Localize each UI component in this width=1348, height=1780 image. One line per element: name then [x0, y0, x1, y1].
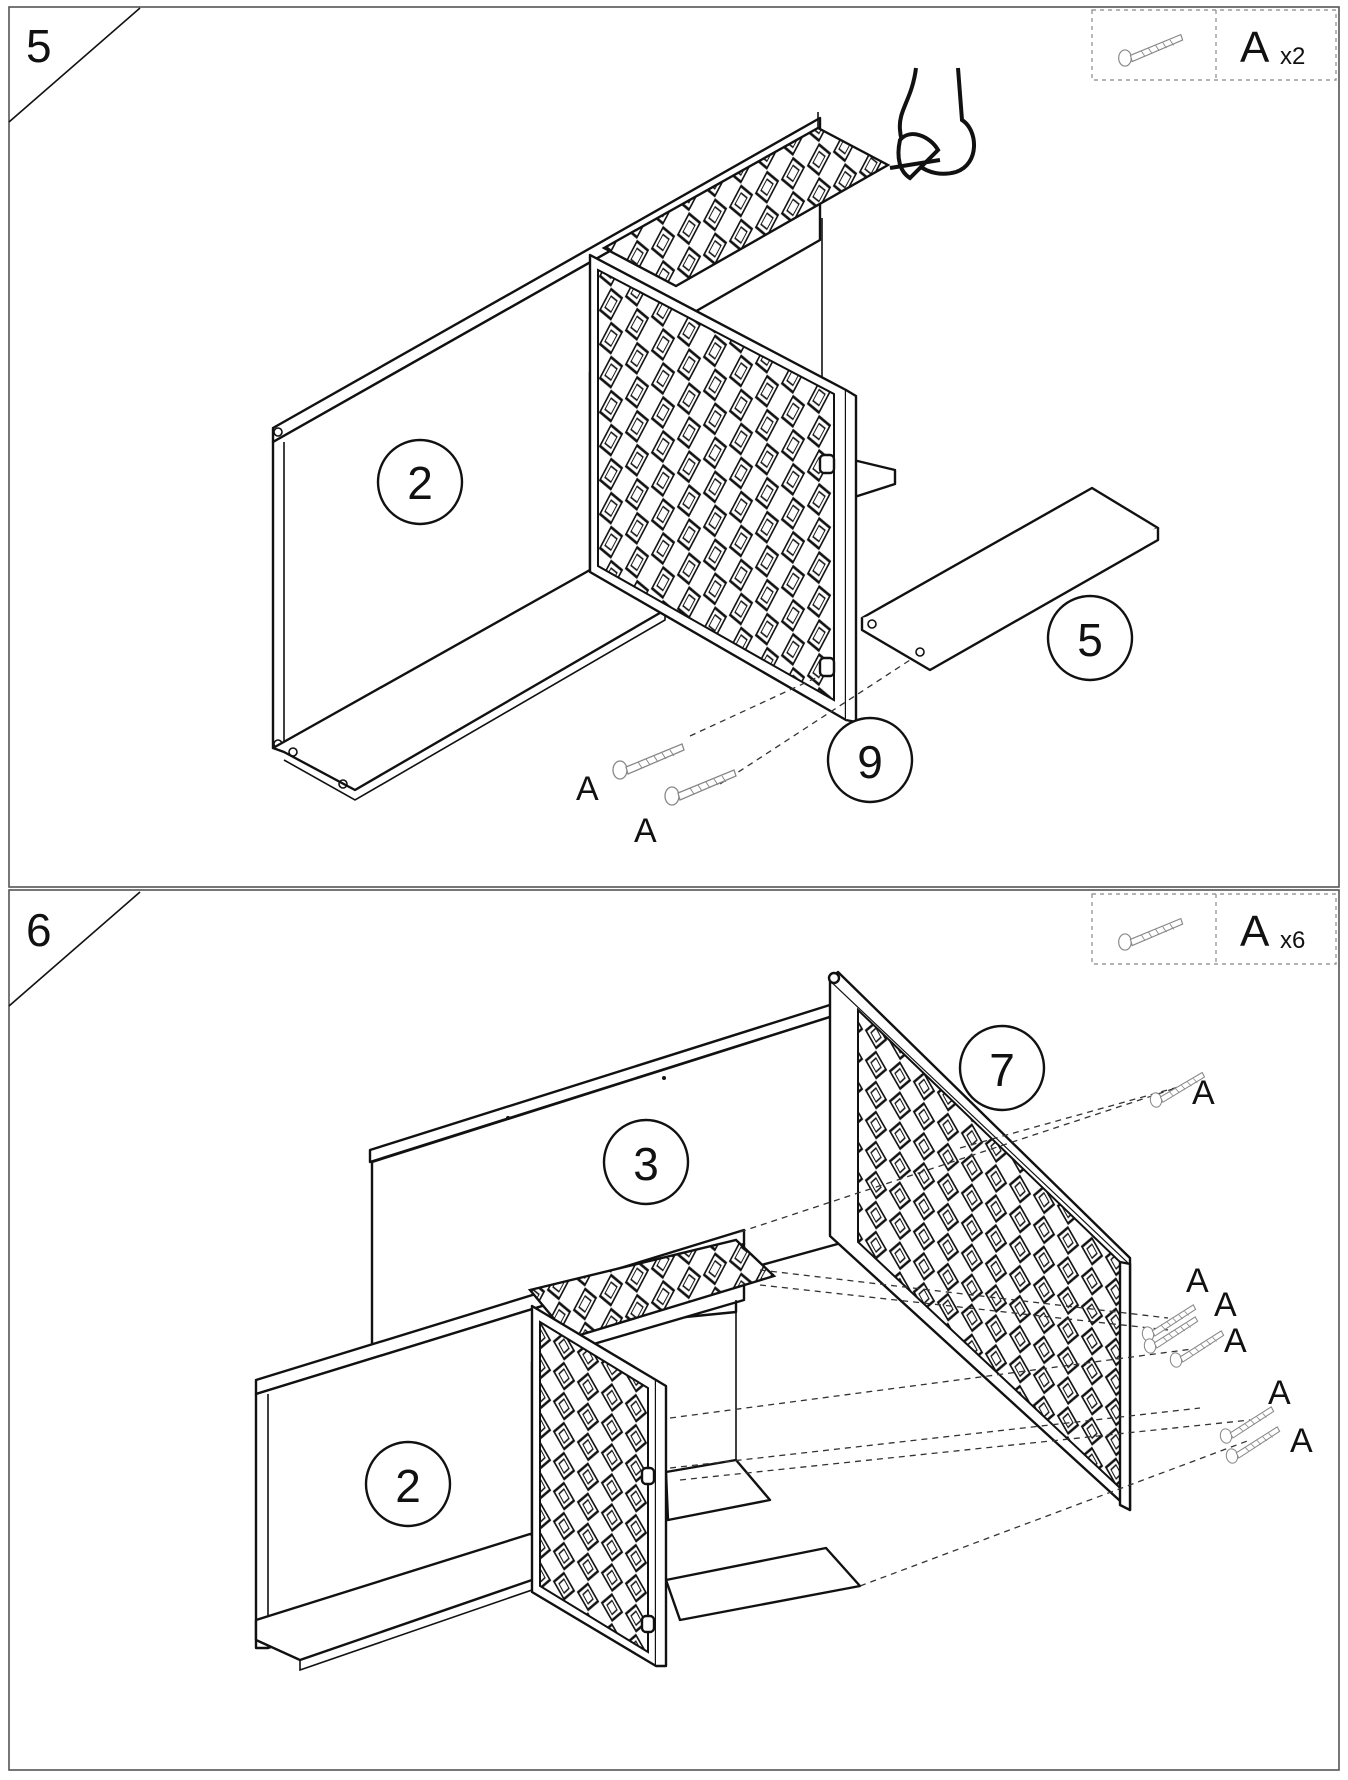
- hinge-bottom: [818, 656, 836, 678]
- step-5-number: 5: [26, 20, 52, 72]
- part-callout-2: 2: [364, 1440, 452, 1528]
- step-5-frame: [8, 6, 1340, 888]
- middle-shelf: [664, 1458, 772, 1522]
- svg-text:2: 2: [407, 457, 433, 509]
- step-6-corner-slash: [8, 891, 141, 1007]
- step-6-hardware-box: A x6: [1091, 893, 1337, 965]
- bottom-shelf: [271, 568, 667, 792]
- front-bottom-shelf: [664, 1546, 862, 1622]
- bottom-shelf: [254, 1532, 592, 1662]
- top-lattice-shelf: [601, 112, 891, 288]
- screw-icon: [1166, 1330, 1229, 1369]
- step-5-screw-label: A: [576, 770, 599, 808]
- step-6-screw-label: A: [1186, 1262, 1209, 1300]
- step-5-panel: 5 A x2: [8, 6, 1340, 888]
- step-5-hardware-multiplier: x2: [1280, 43, 1305, 70]
- step-5-corner-slash: [8, 7, 141, 123]
- step-6-hardware-multiplier: x6: [1280, 927, 1305, 954]
- step-6-screw-label: A: [1214, 1286, 1237, 1324]
- step-6-screw-label: A: [1268, 1374, 1291, 1412]
- svg-text:2: 2: [395, 1460, 421, 1512]
- screw-icon: [612, 743, 685, 780]
- lattice-door-9: [588, 253, 858, 724]
- svg-text:7: 7: [989, 1044, 1015, 1096]
- hand-icon: [889, 67, 976, 181]
- hinge-top: [818, 453, 836, 475]
- lattice-door: [530, 1304, 668, 1668]
- part-callout-7: 7: [958, 1024, 1046, 1112]
- part-callout-9: 9: [826, 716, 914, 804]
- svg-text:9: 9: [857, 736, 883, 788]
- shelf-5: [860, 486, 1160, 672]
- step-6-screw-label: A: [1224, 1322, 1247, 1360]
- step-5-hardware-box: A x2: [1091, 9, 1337, 81]
- lattice-panel-7: [827, 970, 1132, 1512]
- step-5-screw-label: A: [634, 812, 657, 850]
- part-callout-2: 2: [376, 438, 464, 526]
- step-6-panel: 6 A x6: [8, 889, 1340, 1771]
- step-6-screw-label: A: [1192, 1074, 1215, 1112]
- step-6-screw-label: A: [1290, 1422, 1313, 1460]
- step-6-frame: [8, 889, 1340, 1771]
- screw-icon: [664, 769, 737, 806]
- screw-icon: [1118, 34, 1184, 67]
- svg-text:5: 5: [1077, 614, 1103, 666]
- svg-text:3: 3: [633, 1138, 659, 1190]
- part-callout-5: 5: [1046, 594, 1134, 682]
- step-6-number: 6: [26, 904, 52, 956]
- step-6-hardware-letter: A: [1240, 907, 1270, 956]
- screw-icon: [1118, 918, 1184, 951]
- step-5-hardware-letter: A: [1240, 23, 1270, 72]
- part-callout-3: 3: [602, 1118, 690, 1206]
